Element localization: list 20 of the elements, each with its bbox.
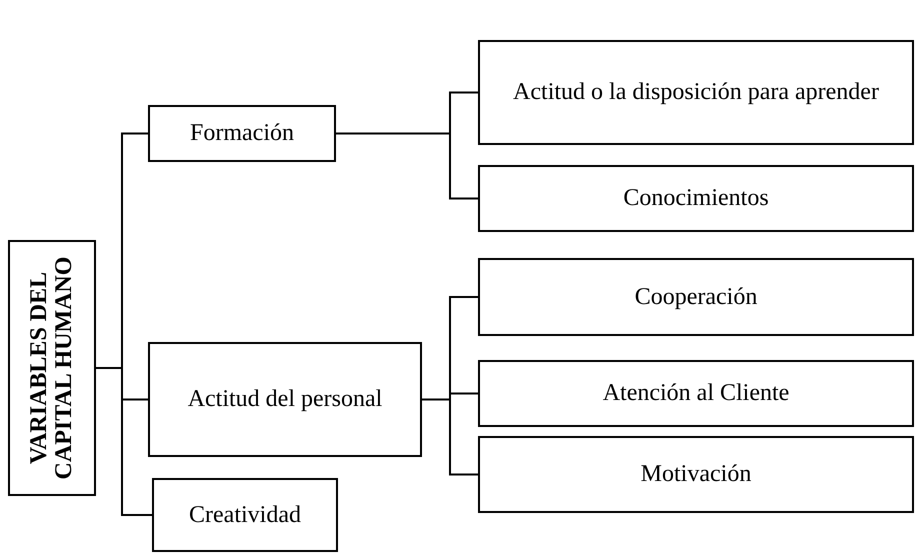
category-box xyxy=(148,105,336,162)
node-label: Conocimientos xyxy=(623,184,769,213)
category-box xyxy=(152,478,338,552)
node-label: Actitud o la disposición para aprender xyxy=(513,78,879,107)
node-label: VARIABLES DEL CAPITAL HUMANO xyxy=(26,256,78,482)
node-label: Formación xyxy=(190,119,294,148)
root-box xyxy=(8,240,96,496)
category-box xyxy=(478,258,914,336)
node-label: Atención al Cliente xyxy=(602,379,790,408)
node-label: Motivación xyxy=(640,460,752,489)
category-box xyxy=(478,40,914,145)
connector-line xyxy=(96,367,152,516)
category-box xyxy=(478,436,914,513)
node-label: Creatividad xyxy=(189,500,301,530)
node-label: Actitud del personal xyxy=(188,385,382,414)
category-box xyxy=(478,165,914,232)
category-box xyxy=(148,342,422,457)
connector-line xyxy=(336,132,478,200)
node-label: Cooperación xyxy=(634,282,758,312)
category-box xyxy=(478,360,914,427)
